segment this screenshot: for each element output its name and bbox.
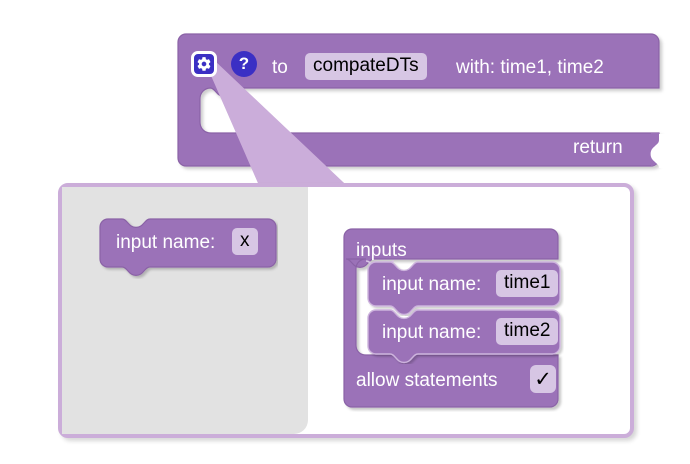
mutator-flyout-palette[interactable]: input name: x xyxy=(62,187,308,434)
help-icon-glyph: ? xyxy=(238,54,250,73)
procedure-name-field[interactable]: compateDTs xyxy=(305,53,427,80)
gear-icon[interactable] xyxy=(191,51,217,77)
procedure-with-params-label: with: time1, time2 xyxy=(456,57,604,78)
procedure-to-label: to xyxy=(272,57,288,78)
input-name-block-time2[interactable]: input name: time2 xyxy=(366,308,564,364)
procedure-return-label: return xyxy=(573,137,623,158)
flyout-input-name-block[interactable]: input name: x xyxy=(98,217,278,279)
help-icon[interactable]: ? xyxy=(231,51,257,77)
mutator-dialog: input name: x inputs allow statements ✓ xyxy=(58,183,634,438)
